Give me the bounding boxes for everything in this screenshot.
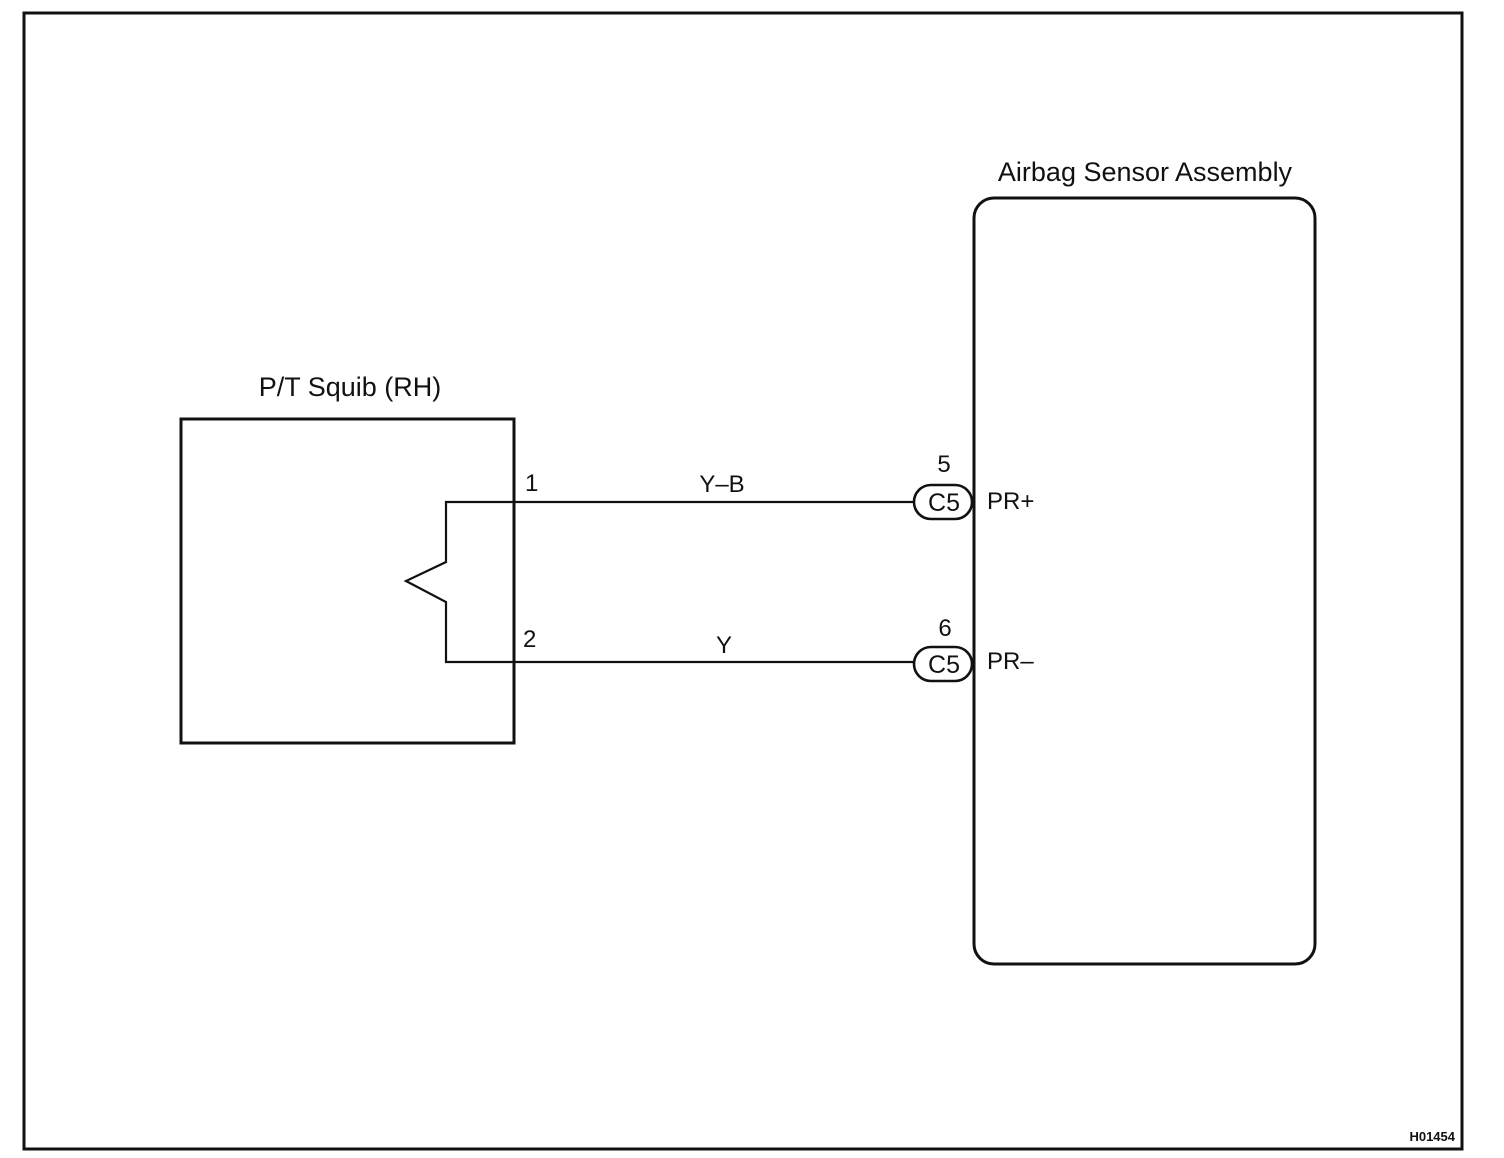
terminal-pr-plus: PR+ [987, 488, 1034, 515]
sensor-pin-6: 6 [938, 615, 951, 642]
squib-box [179, 417, 516, 745]
squib-pin-2: 2 [523, 626, 536, 653]
connector-c5-pos-label: C5 [928, 489, 960, 517]
connector-c5-neg-label: C5 [928, 651, 960, 679]
sensor-pin-5: 5 [937, 451, 950, 478]
connector-c5-neg [912, 645, 974, 683]
wire-bottom-color: Y [716, 632, 732, 659]
squib-title: P/T Squib (RH) [259, 372, 442, 402]
connector-c5-pos [912, 483, 974, 521]
terminal-pr-minus: PR– [987, 648, 1034, 675]
sensor-title: Airbag Sensor Assembly [998, 157, 1293, 187]
wire-top-color: Y–B [699, 471, 744, 498]
squib-pin-1: 1 [525, 470, 538, 497]
figure-id: H01454 [1409, 1129, 1455, 1144]
squib-element [403, 500, 514, 664]
diagram-frame [22, 11, 1464, 1151]
sensor-box [972, 196, 1317, 966]
